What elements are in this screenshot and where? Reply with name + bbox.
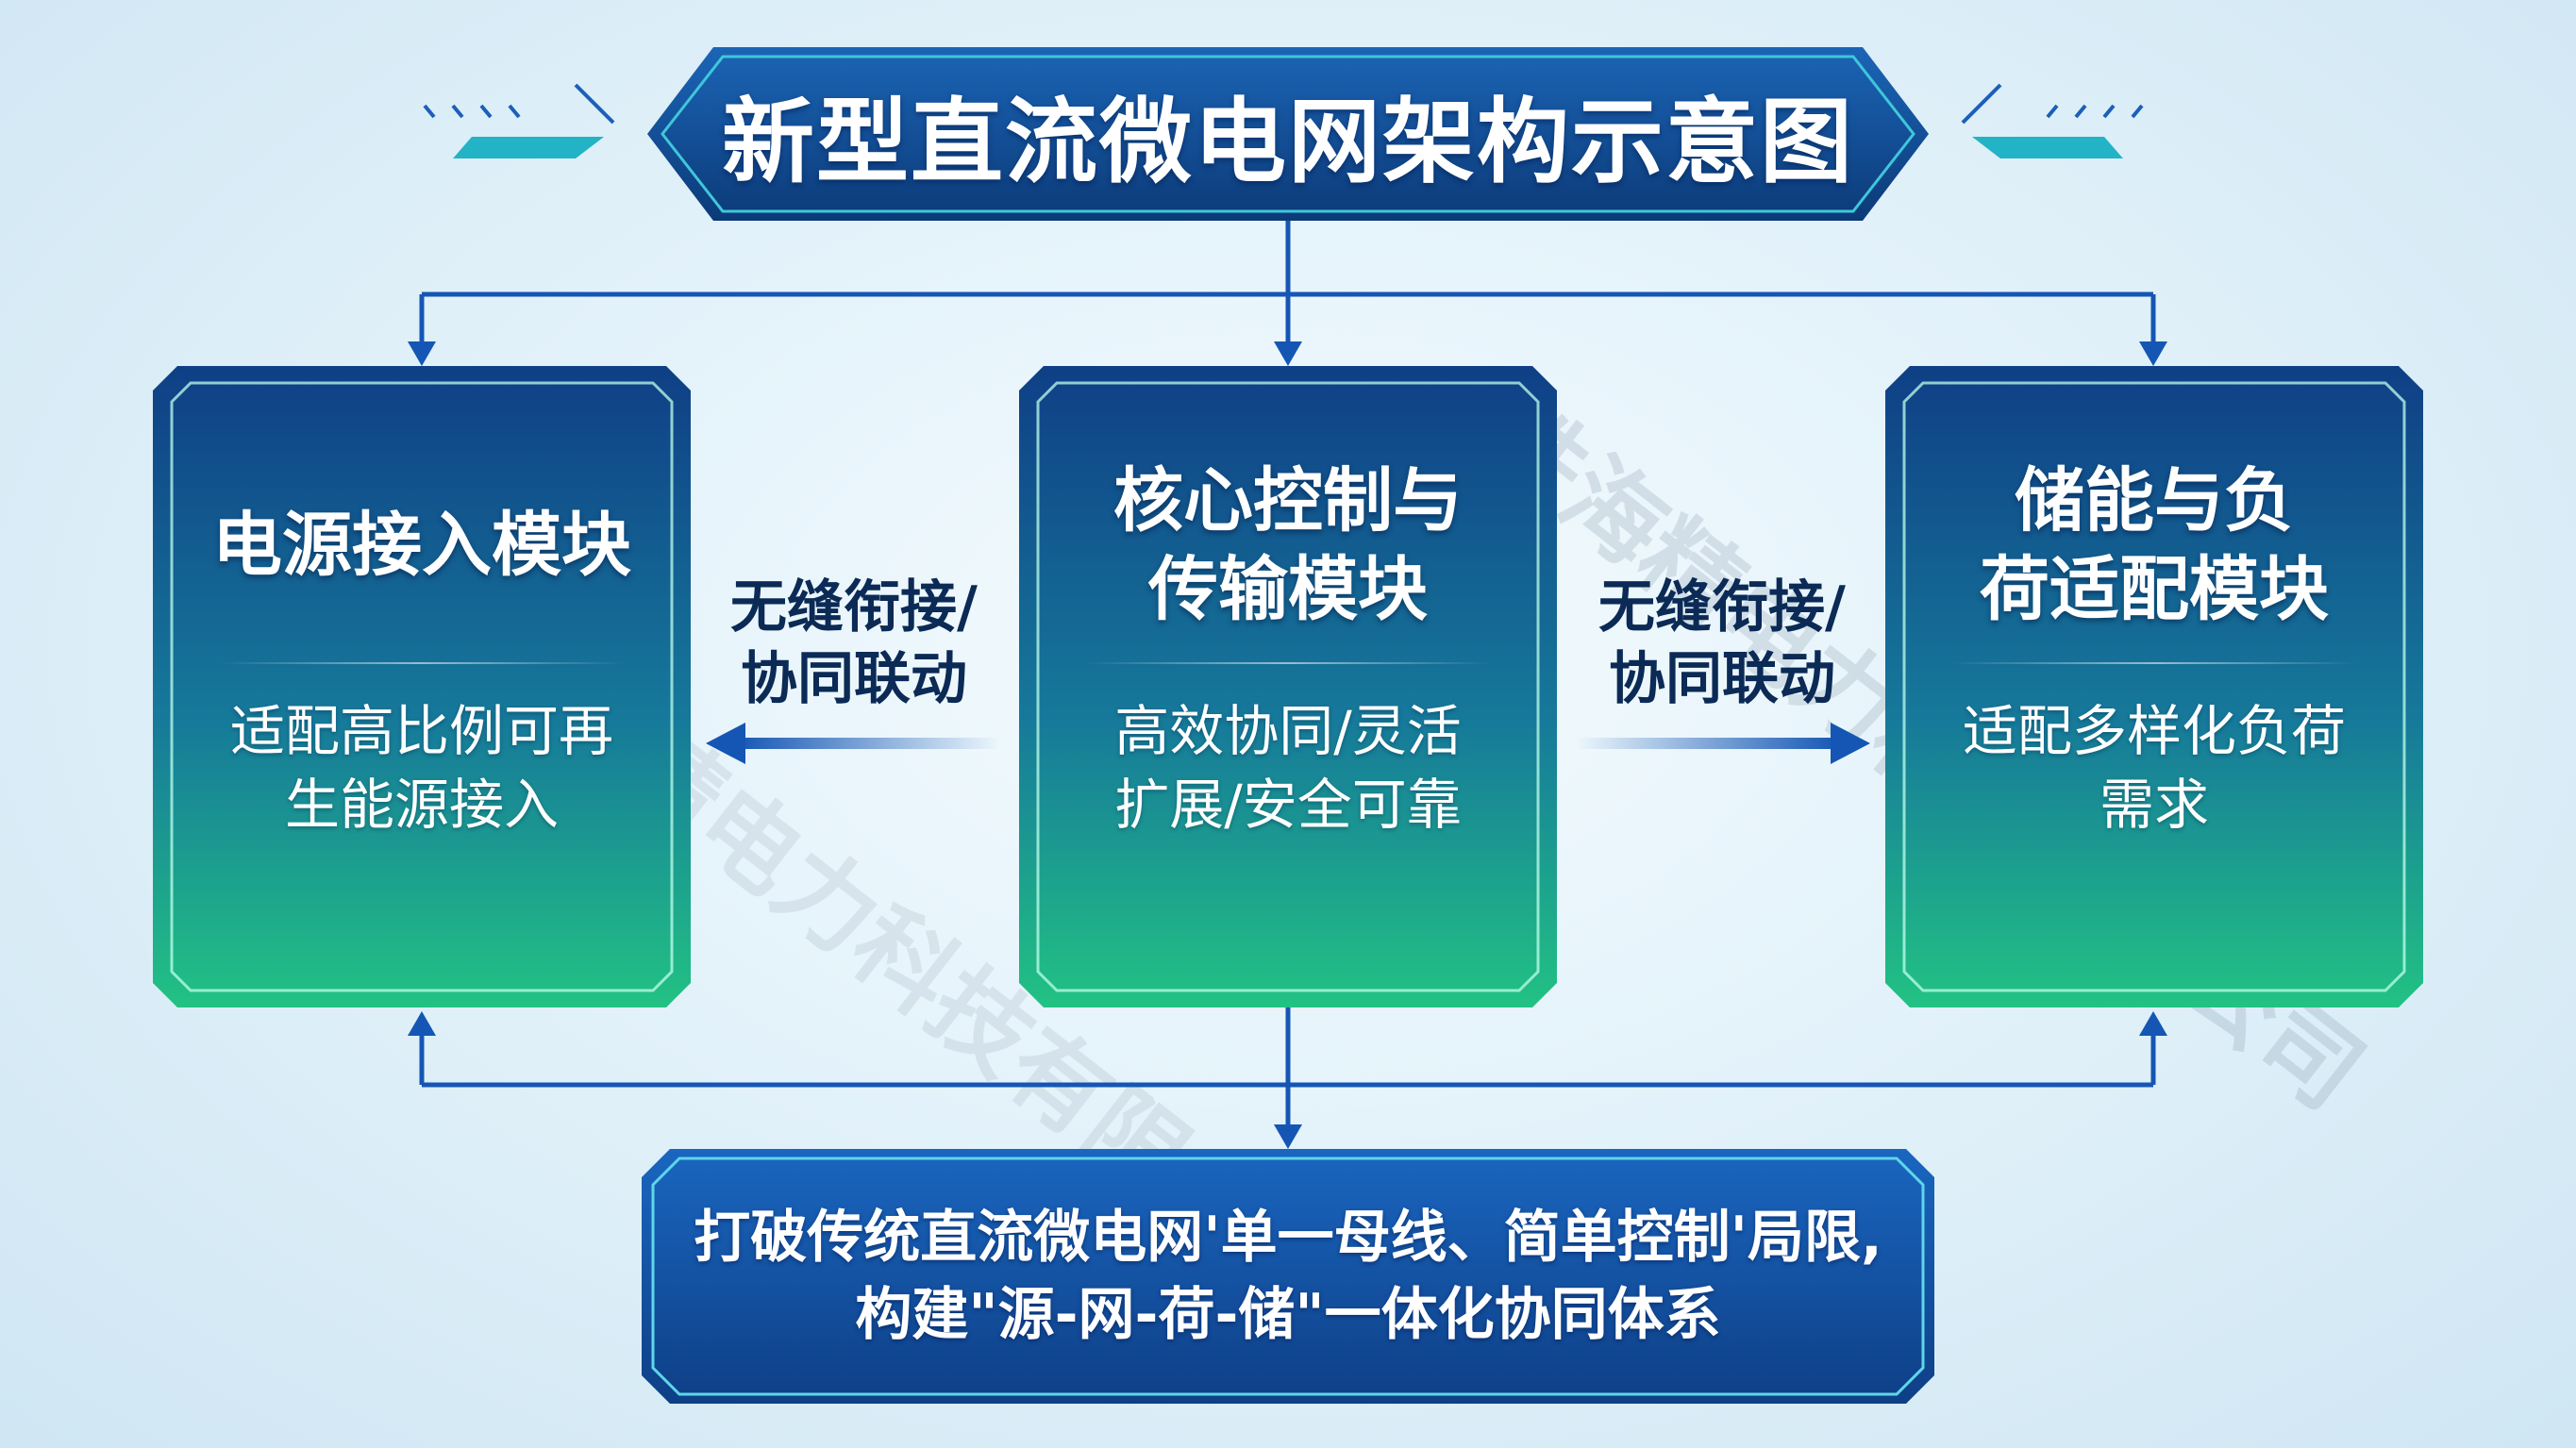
connector-label-line-1: 无缝衔接/ [1598,574,1846,641]
module-title-line-2: 传输模块 [1148,549,1428,630]
summary-line-2: 构建"源-网-荷-储"一体化协同体系 [855,1282,1721,1348]
bottom-arrowheads [408,1011,2167,1149]
module-title: 电源接入模块 [212,505,631,586]
module-description: 高效协同/灵活 扩展/安全可靠 [1057,694,1519,883]
connector-label-left: 无缝衔接/ 协同联动 [712,572,995,715]
card-divider [1085,662,1491,664]
left-flow-arrow [706,723,1000,764]
title-banner: 新型直流微电网架构示意图 [647,47,1929,221]
card-divider [219,662,625,664]
module-desc-line-1: 高效协同/灵活 [1114,699,1462,763]
summary-text: 打破传统直流微电网'单一母线、简单控制'局限, 构建"源-网-荷-储"一体化协同… [670,1149,1906,1404]
card-divider [1951,662,2357,664]
module-desc-line-1: 适配高比例可再 [229,699,613,763]
module-card-power-access: 电源接入模块 适配高比例可再 生能源接入 [153,366,691,1007]
connector-label-line-1: 无缝衔接/ [730,574,978,641]
page-title: 新型直流微电网架构示意图 [721,89,1854,196]
module-desc-line-2: 生能源接入 [284,773,559,837]
module-desc-line-1: 适配多样化负荷 [1962,699,2346,763]
module-title: 核心控制与 传输模块 [1057,423,1519,668]
summary-box: 打破传统直流微电网'单一母线、简单控制'局限, 构建"源-网-荷-储"一体化协同… [642,1149,1934,1404]
right-flow-arrow [1576,723,1870,764]
top-arrowheads [408,341,2167,366]
title-left-wing-deco [189,83,615,170]
title-right-wing-deco [1961,83,2387,170]
module-title-line-1: 核心控制与 [1113,460,1463,541]
module-desc-line-2: 扩展/安全可靠 [1114,773,1462,837]
connector-label-line-2: 协同联动 [1609,646,1835,712]
module-desc-line-2: 需求 [2099,773,2209,837]
module-description: 适配多样化负荷 需求 [1923,694,2385,883]
top-connector [419,221,2156,349]
connector-label-line-2: 协同联动 [741,646,967,712]
connector-label-right: 无缝衔接/ 协同联动 [1581,572,1864,715]
summary-line-1: 打破传统直流微电网'单一母线、简单控制'局限, [694,1205,1882,1271]
module-description: 适配高比例可再 生能源接入 [191,694,653,883]
module-title: 储能与负 荷适配模块 [1923,423,2385,668]
module-title-line-2: 荷适配模块 [1980,549,2329,630]
module-card-storage-load: 储能与负 荷适配模块 适配多样化负荷 需求 [1885,366,2423,1007]
bottom-connector [419,1007,2156,1128]
module-title-line-1: 储能与负 [2015,460,2294,541]
module-card-core-control: 核心控制与 传输模块 高效协同/灵活 扩展/安全可靠 [1019,366,1557,1007]
